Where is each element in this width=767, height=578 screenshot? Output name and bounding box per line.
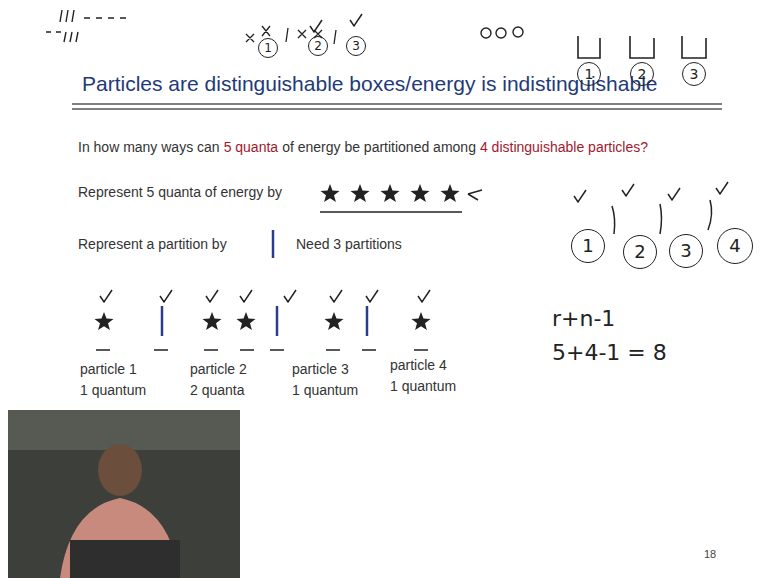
- particle-label: 1 quantum: [390, 378, 456, 394]
- circle-number: 1: [585, 67, 594, 81]
- star-symbol: [381, 184, 400, 202]
- circled-number: 3: [346, 36, 366, 56]
- circle-number: 2: [314, 40, 322, 52]
- circled-number: 3: [682, 62, 706, 86]
- star-symbol: [441, 184, 460, 202]
- circle-number: 1: [582, 237, 593, 255]
- particle-label: particle 2: [190, 361, 247, 377]
- page-number: 18: [704, 548, 716, 561]
- circled-number: 1: [258, 38, 278, 58]
- circle-number: 1: [264, 42, 272, 54]
- question-highlight: 4 distinguishable particles?: [480, 139, 648, 155]
- circled-number: 2: [630, 62, 654, 86]
- circled-number: 3: [669, 234, 703, 268]
- star-symbol: [95, 312, 114, 330]
- particle-label: 1 quantum: [292, 382, 358, 398]
- circle-number: 4: [729, 237, 740, 255]
- particle-label: 2 quanta: [190, 382, 245, 398]
- question-highlight: 5 quanta: [224, 139, 279, 155]
- slide-title: Particles are distinguishable boxes/ener…: [82, 72, 658, 96]
- particle-label: particle 1: [80, 361, 137, 377]
- question-text: In how many ways can: [78, 139, 220, 155]
- handwritten-formula: 5+4-1 = 8: [552, 340, 667, 365]
- circled-number: 4: [717, 228, 753, 264]
- question-text: of energy be partitioned among: [282, 139, 476, 155]
- star-symbol: [237, 312, 256, 330]
- body-text: Represent a partition by: [78, 236, 227, 252]
- star-symbol: [203, 312, 222, 330]
- star-symbol: [351, 184, 370, 202]
- particle-label: particle 3: [292, 361, 349, 377]
- circled-number: 1: [577, 62, 601, 86]
- circle-number: 2: [638, 67, 647, 81]
- particle-label: 1 quantum: [80, 382, 146, 398]
- star-symbol: [321, 184, 340, 202]
- star-symbol: [411, 184, 430, 202]
- handwritten-formula: r+n-1: [552, 306, 615, 331]
- circle-number: 3: [680, 242, 691, 260]
- body-text: Need 3 partitions: [296, 236, 402, 252]
- star-symbol: [325, 312, 344, 330]
- particle-label: particle 4: [390, 357, 447, 373]
- circle-number: 2: [634, 243, 645, 261]
- body-text: Represent 5 quanta of energy by: [78, 184, 282, 200]
- star-symbol: [412, 312, 431, 330]
- circled-number: 1: [571, 229, 605, 263]
- circle-number: 3: [352, 40, 360, 52]
- circle-number: 3: [690, 67, 699, 81]
- circled-number: 2: [308, 36, 328, 56]
- circled-number: 2: [623, 235, 657, 269]
